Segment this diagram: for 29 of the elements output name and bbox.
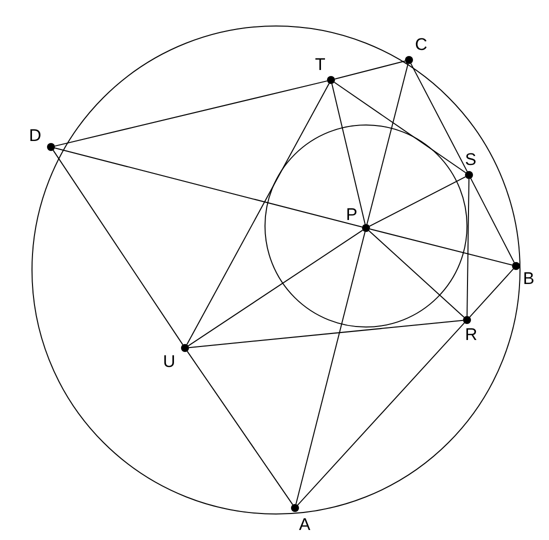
line-segment xyxy=(334,82,466,174)
point-label: C xyxy=(415,36,428,53)
point-label: S xyxy=(465,151,476,168)
point-label: D xyxy=(29,127,42,144)
line-segment xyxy=(297,322,465,506)
line-segment xyxy=(52,150,184,346)
line-segment xyxy=(331,83,366,225)
line-segment xyxy=(186,350,294,506)
line-segment xyxy=(466,178,470,316)
point-label: A xyxy=(299,516,310,533)
line-segment xyxy=(188,230,364,346)
line-segment xyxy=(186,83,330,345)
line-segment xyxy=(366,63,408,225)
point-label: T xyxy=(315,56,326,73)
line-segment xyxy=(334,60,406,80)
point-label: B xyxy=(523,270,534,287)
line-segment xyxy=(54,80,328,147)
line-segment xyxy=(295,231,366,505)
line-segment xyxy=(188,320,464,348)
line-segment xyxy=(369,228,513,266)
line-segment xyxy=(410,63,468,172)
point-label: R xyxy=(465,326,478,343)
line-segment xyxy=(368,230,465,318)
line-segment xyxy=(54,148,363,228)
line-segment xyxy=(369,176,466,227)
point-label: P xyxy=(346,206,358,223)
line-segment xyxy=(469,268,514,318)
point-label: U xyxy=(163,353,176,370)
line-segment xyxy=(470,178,515,263)
